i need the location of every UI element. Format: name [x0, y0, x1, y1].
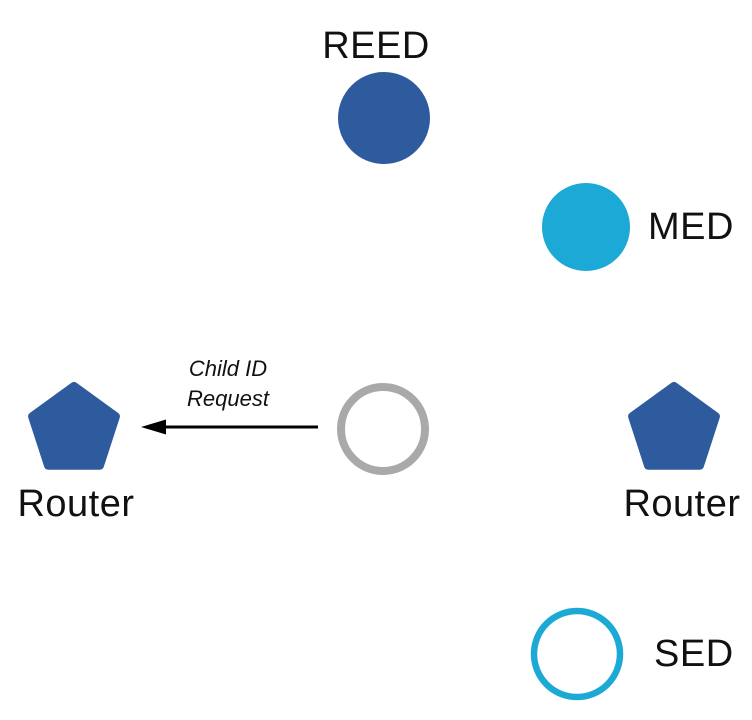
child-id-request-arrowhead — [141, 419, 166, 435]
reed-node-label: REED — [322, 25, 430, 67]
router-right-pentagon — [628, 382, 720, 470]
child-id-request-message-line1: Child ID — [188, 356, 268, 381]
child-id-request-message: Child ID Request — [187, 354, 269, 414]
med-node-circle — [542, 183, 630, 271]
router-right-label: Router — [623, 483, 741, 525]
router-left-pentagon — [28, 382, 120, 470]
sed-node-circle — [530, 607, 624, 701]
child-id-request-message-line2: Request — [187, 386, 269, 411]
router-left-label: Router — [17, 483, 135, 525]
child-device-circle — [337, 383, 429, 475]
reed-node-circle — [338, 72, 430, 164]
sed-node-label: SED — [654, 633, 734, 675]
med-node-label: MED — [648, 206, 734, 248]
